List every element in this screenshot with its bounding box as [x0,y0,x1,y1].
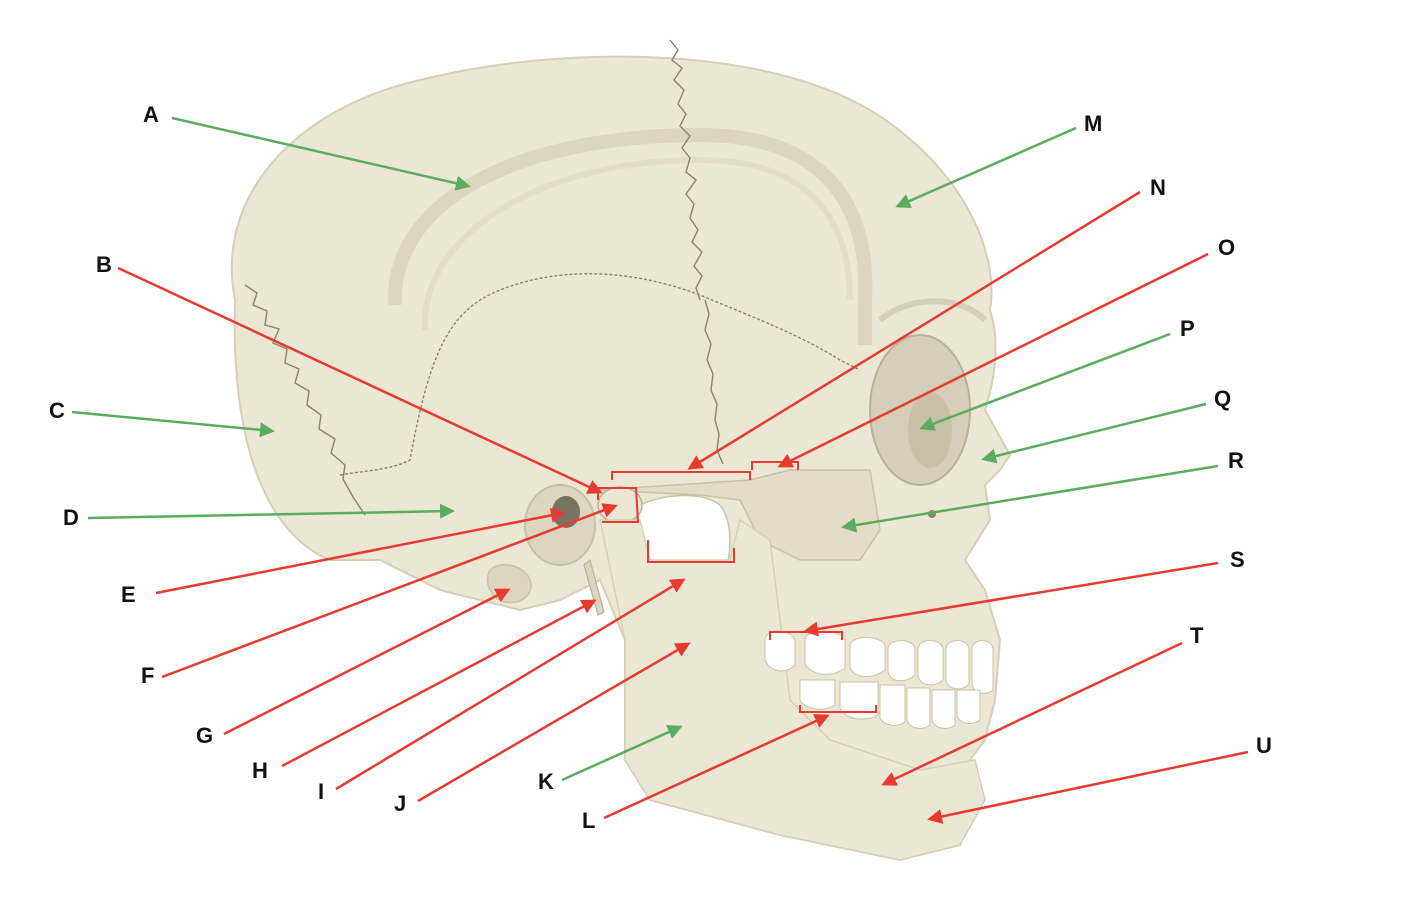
label-N: N [1150,175,1166,200]
upper-teeth [764,630,994,694]
notch-bracket [647,540,735,563]
arrow-B [117,266,603,494]
arrow-N [687,190,1141,470]
superior-temporal-line [387,127,873,345]
lower-teeth [799,679,981,729]
arrow-E [155,507,566,595]
arrow-C [71,410,275,438]
label-T: T [1190,623,1204,648]
arrow-T [881,641,1183,786]
inferior-temporal-line [421,156,853,331]
arrow-L [603,714,830,820]
label-G: G [196,723,214,748]
label-H: H [252,758,268,783]
arrow-M [895,126,1077,209]
arrow-U [927,750,1249,824]
label-U: U [1256,733,1272,758]
lambdoid-suture [244,284,366,516]
arrow-R [841,464,1219,533]
arrow-Q [981,402,1207,464]
zygomatic-temporal-bracket [751,461,799,470]
label-Q: Q [1214,386,1232,411]
label-I: I [318,779,325,804]
label-M: M [1084,111,1103,136]
label-A: A [143,102,159,127]
arrow-H [281,599,597,768]
supraorbital-ridge [878,298,988,323]
label-O: O [1218,235,1236,260]
label-C: C [49,398,65,423]
arrow-I [335,578,686,791]
arrow-D [87,503,455,520]
squamous-suture [339,273,861,476]
lower-molar-bracket [799,705,877,713]
label-P: P [1180,316,1195,341]
label-B: B [96,252,112,277]
label-R: R [1228,448,1244,473]
orbit-inner [908,392,952,468]
arrow-A [171,116,471,191]
sphenoparietal-suture [704,299,724,465]
arrow-G [223,588,511,736]
leader-arrows [71,116,1249,824]
label-F: F [141,663,155,688]
label-E: E [121,582,136,607]
label-D: D [63,505,79,530]
styloid-process [583,558,605,616]
label-K: K [538,769,554,794]
arrow-P [919,332,1171,431]
arrow-S [803,561,1219,637]
label-J: J [394,791,407,816]
arrow-J [417,642,691,803]
arrow-F [161,503,618,679]
arrow-O [777,252,1209,468]
coronal-suture [669,39,703,301]
zygomatic-arch [599,469,881,561]
label-L: L [582,808,596,833]
label-S: S [1230,547,1245,572]
arrow-K [561,725,683,782]
zygomatic-bracket [611,471,751,480]
